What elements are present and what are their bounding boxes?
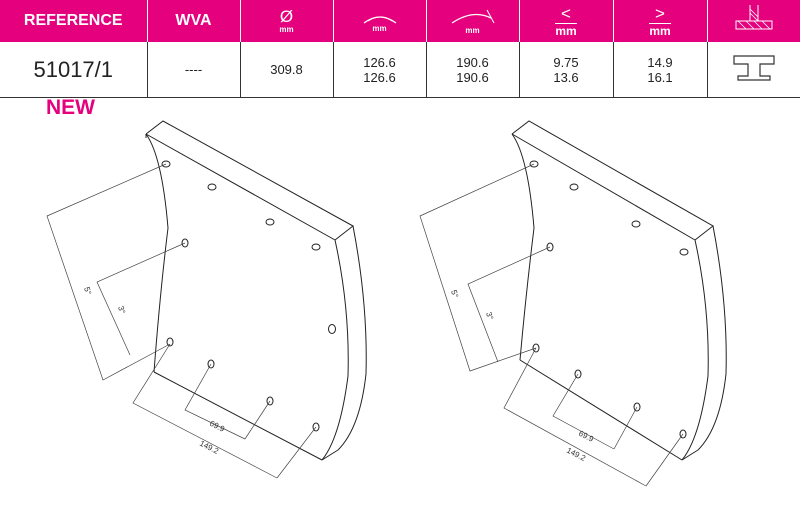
cell-width: 126.6 126.6 <box>332 42 426 98</box>
diameter-icon: Ø <box>279 7 294 26</box>
data-row: 51017/1 ---- 309.8 126.6 126.6 190.6 190… <box>0 42 800 98</box>
new-label: NEW <box>46 96 95 119</box>
min-thickness-icon: < <box>561 4 571 23</box>
header-wva: WVA <box>146 0 240 42</box>
cell-length: 190.6 190.6 <box>425 42 519 98</box>
cell-rivet <box>706 42 800 98</box>
cell-diameter: 309.8 <box>239 42 333 98</box>
rivet-profile-icon <box>733 55 775 81</box>
arc-length-icon <box>451 9 494 24</box>
dim-69: 69.9 <box>208 419 226 434</box>
drawing-svg: 5° 3° 69.9 149.2 <box>419 120 727 487</box>
min-unit: mm <box>555 23 577 38</box>
header-min-thickness: < mm <box>518 0 613 42</box>
header-rivet <box>706 0 800 42</box>
max-value-2: 16.1 <box>647 69 673 85</box>
arc-width-icon <box>363 15 396 24</box>
max-value-1: 14.9 <box>647 54 673 70</box>
dim-3deg: 3° <box>116 305 127 315</box>
max-thickness-icon: > <box>655 4 665 23</box>
dim-5deg: 5° <box>449 289 460 299</box>
max-unit: mm <box>649 23 671 38</box>
width-unit: mm <box>372 23 387 33</box>
dim-69: 69.9 <box>577 429 595 444</box>
cell-reference: 51017/1 <box>0 42 147 98</box>
header-max-thickness: > mm <box>612 0 707 42</box>
dim-3deg: 3° <box>484 311 495 321</box>
dim-5deg: 5° <box>82 286 93 296</box>
dim-149: 149.2 <box>198 439 220 456</box>
cell-min-thickness: 9.75 13.6 <box>518 42 613 98</box>
drawing-svg: 5° 3° 69.9 149.2 <box>46 120 367 479</box>
min-value-2: 13.6 <box>553 69 579 85</box>
header-diameter: Ø mm <box>239 0 333 42</box>
brake-lining-drawing-1: 5° 3° 69.9 149.2 <box>0 108 400 516</box>
width-value-1: 126.6 <box>363 54 396 70</box>
header-row: REFERENCE WVA Ø mm mm mm <box>0 0 800 42</box>
brake-lining-drawing-2: 5° 3° 69.9 149.2 <box>370 108 770 516</box>
min-value-1: 9.75 <box>553 54 579 70</box>
length-value-2: 190.6 <box>456 69 489 85</box>
width-value-2: 126.6 <box>363 69 396 85</box>
spec-table: REFERENCE WVA Ø mm mm mm <box>0 0 800 98</box>
header-reference: REFERENCE <box>0 0 147 42</box>
rivet-section-icon <box>735 4 773 29</box>
length-unit: mm <box>465 25 480 35</box>
cell-wva: ---- <box>146 42 240 98</box>
cell-max-thickness: 14.9 16.1 <box>612 42 707 98</box>
dim-149: 149.2 <box>565 446 587 463</box>
length-value-1: 190.6 <box>456 54 489 70</box>
header-width: mm <box>332 0 426 42</box>
diameter-unit: mm <box>279 25 294 34</box>
header-length: mm <box>425 0 519 42</box>
